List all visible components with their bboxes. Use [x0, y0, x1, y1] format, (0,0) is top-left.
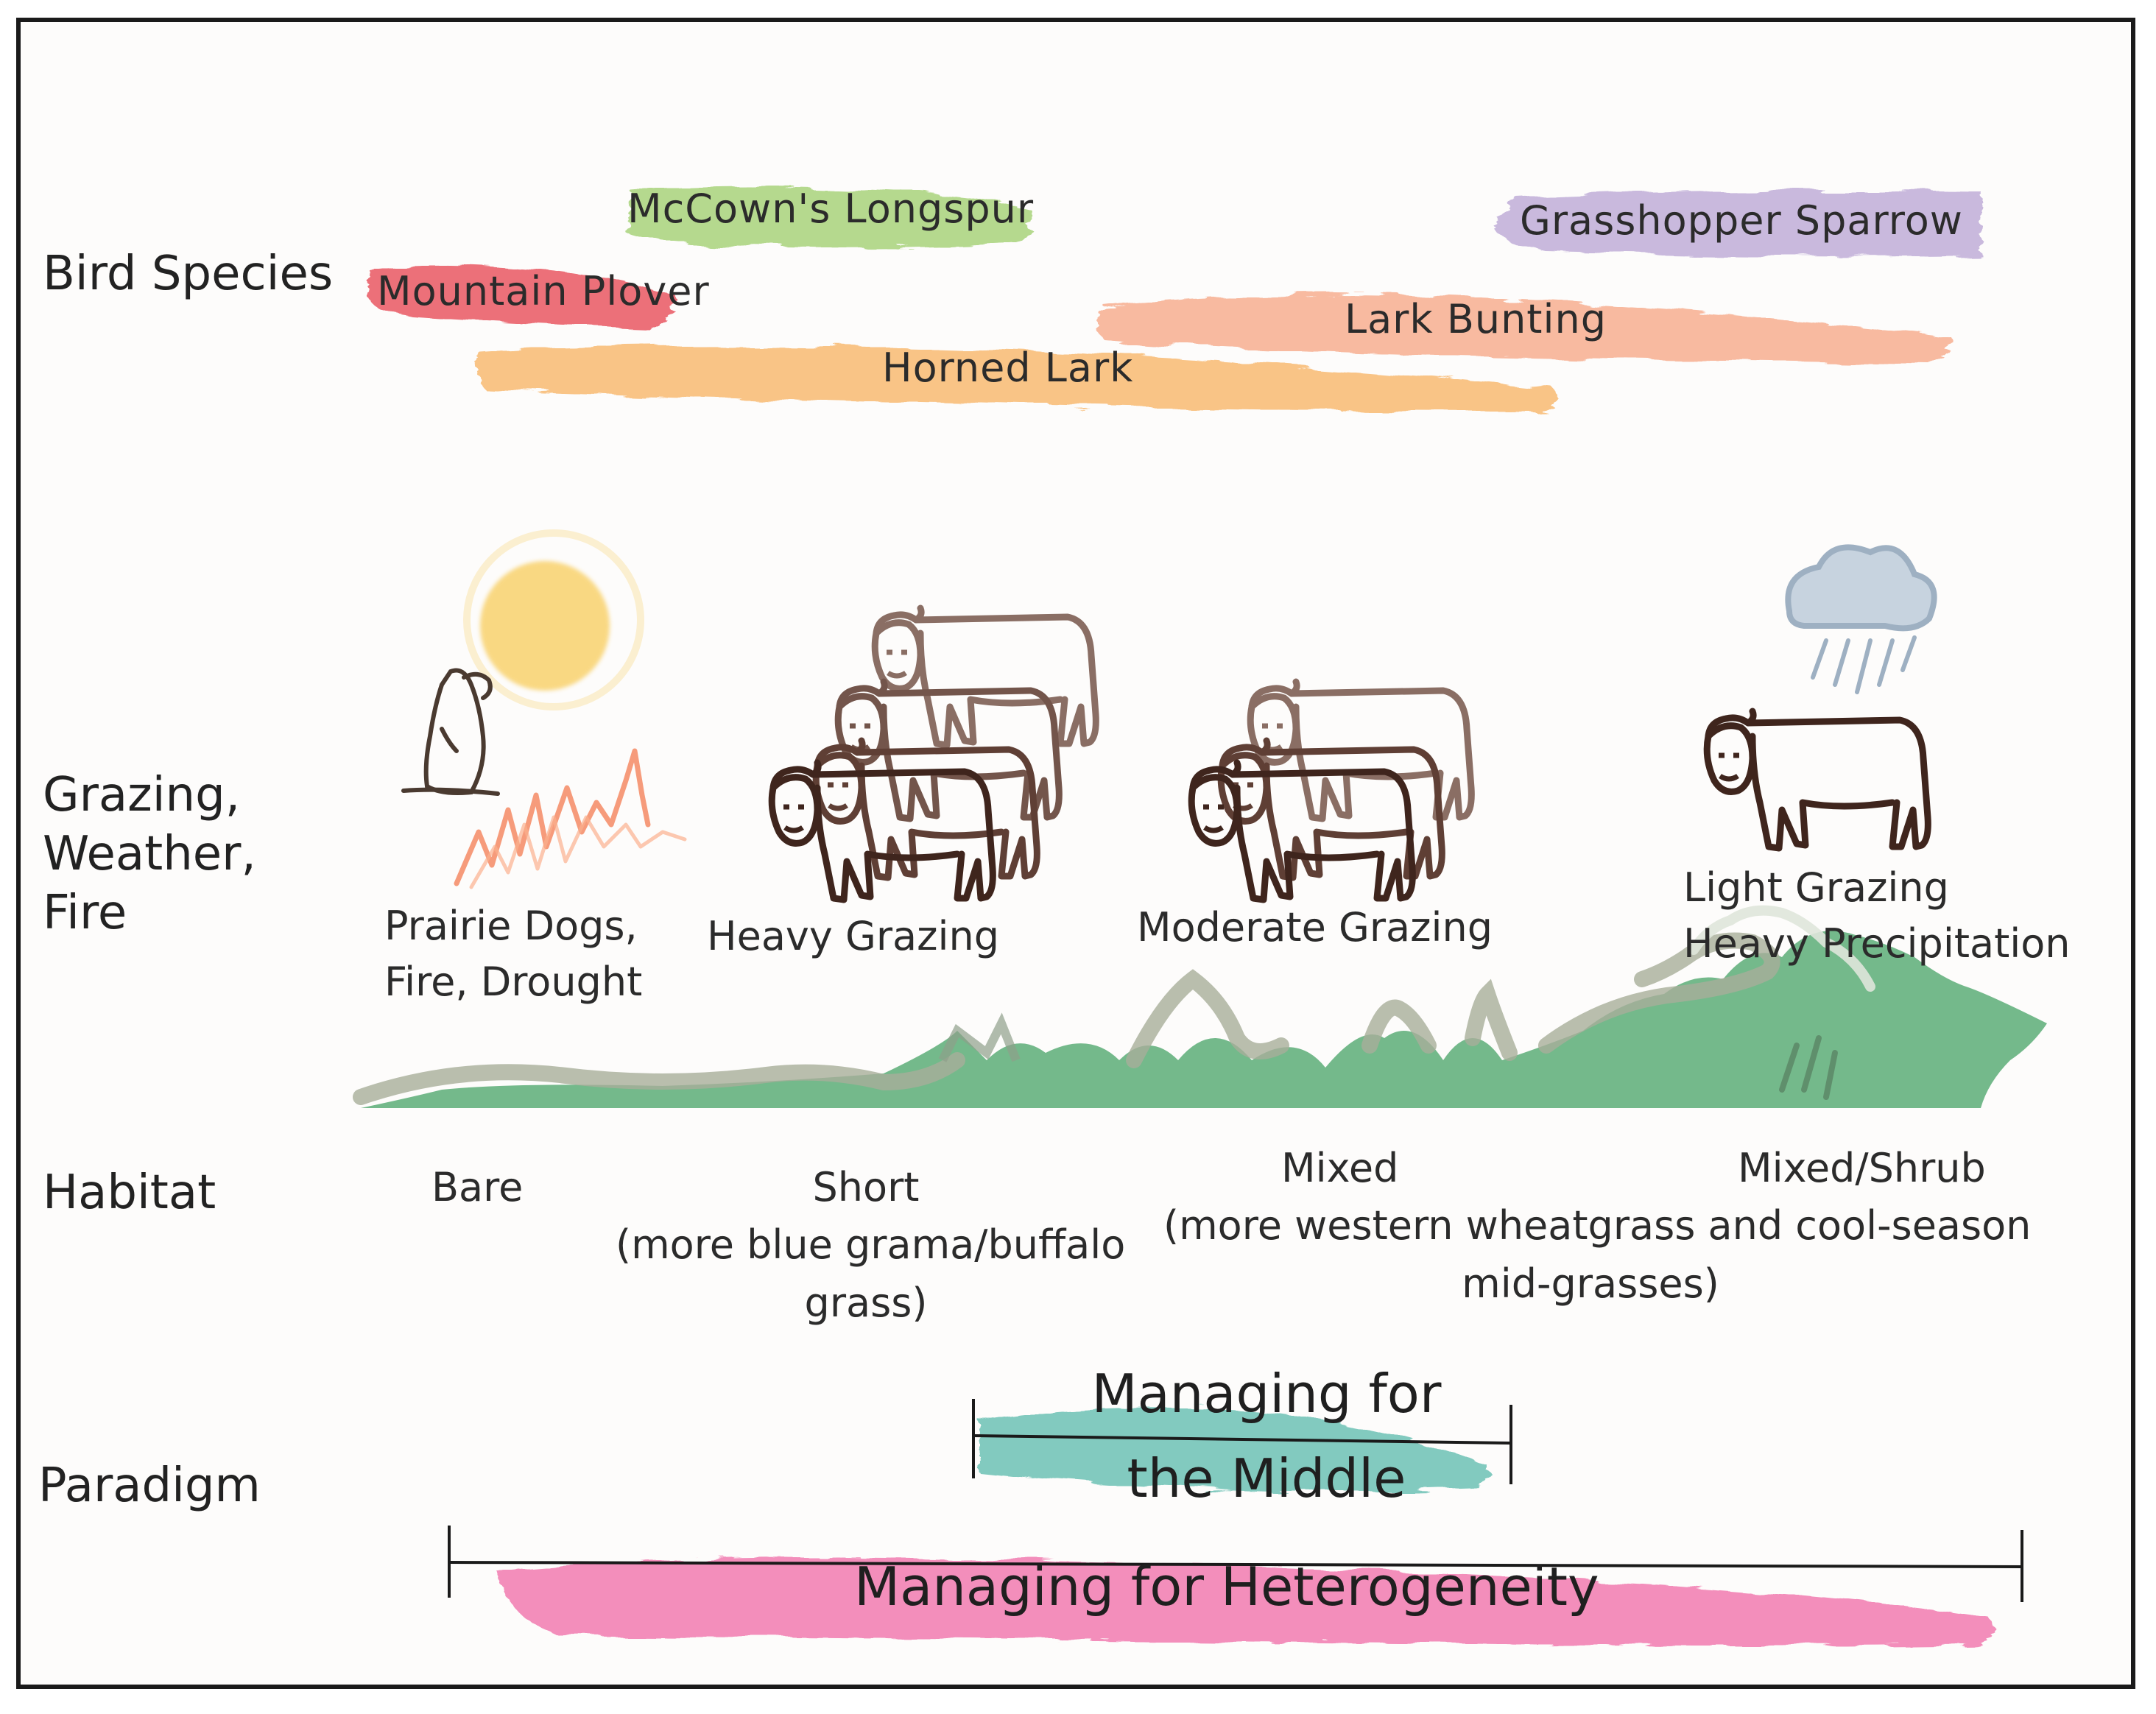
row-label-grazing-line-2: Weather, [43, 827, 256, 881]
bird-label-horned-lark: Horned Lark [882, 345, 1134, 391]
middle-label-line-1: Managing for [1091, 1363, 1442, 1425]
moderate-grazing-cattle-icon [1191, 682, 1471, 900]
mixed-label-line-1: Mixed [1281, 1145, 1399, 1191]
bird-range-strokes [367, 186, 1981, 412]
row-label-bird-species: Bird Species [43, 247, 334, 301]
managing-for-heterogeneity-band [497, 1558, 1994, 1646]
bird-label-grasshopper-sparrow: Grasshopper Sparrow [1520, 197, 1963, 244]
habitat-label-mixed: Mixed (more western wheatgrass and cool-… [1163, 1140, 2032, 1313]
bird-label-mccowns-longspur: McCown's Longspur [627, 186, 1035, 232]
prairie-dog-icon [401, 668, 500, 796]
habitat-grass-band [353, 905, 2047, 1108]
grazing-label-moderate: Moderate Grazing [1137, 904, 1493, 951]
short-label-line-2: (more blue grama/buffalo [616, 1221, 1126, 1269]
bird-label-lark-bunting: Lark Bunting [1345, 296, 1607, 342]
row-label-grazing-line-3: Fire [43, 886, 127, 940]
fire-icon [454, 748, 687, 889]
lark-bunting-range [1097, 295, 1953, 364]
light-label-line-2: Heavy Precipitation [1683, 920, 2071, 967]
habitat-label-short: Short (more blue grama/buffalo grass) [616, 1159, 1126, 1332]
light-grazing-cattle-icon [1707, 711, 1928, 848]
paradigm-label-heterogeneity: Managing for Heterogeneity [854, 1556, 1599, 1618]
prairie-label-line-2: Fire, Drought [384, 958, 643, 1005]
grazing-label-light: Light Grazing Heavy Precipitation [1683, 860, 2071, 971]
managing-for-heterogeneity-bracket [448, 1526, 2023, 1602]
grazing-label-prairie-dogs: Prairie Dogs, Fire, Drought [384, 898, 642, 1009]
bird-label-mountain-plover: Mountain Plover [377, 268, 710, 314]
light-label-line-1: Light Grazing [1683, 864, 1949, 911]
grazing-label-heavy: Heavy Grazing [707, 913, 999, 959]
middle-label-line-2: the Middle [1127, 1447, 1406, 1510]
row-label-grazing-weather-fire: Grazing, Weather, Fire [43, 766, 256, 942]
row-label-grazing-line-1: Grazing, [43, 768, 241, 822]
prairie-dog-fire-drought-art [401, 529, 687, 889]
mixed-label-line-3: mid-grasses) [1462, 1260, 1719, 1307]
sun-icon [480, 561, 610, 691]
prairie-label-line-1: Prairie Dogs, [384, 903, 638, 949]
rain-cloud-icon [1785, 544, 1937, 694]
habitat-label-mixed-shrub: Mixed/Shrub [1738, 1145, 1986, 1191]
grasshopper-sparrow-range [1495, 191, 1981, 256]
row-label-habitat: Habitat [43, 1165, 216, 1220]
horned-lark-range [476, 345, 1559, 412]
short-label-line-3: grass) [804, 1279, 928, 1326]
mixed-label-line-2: (more western wheatgrass and cool-season [1163, 1202, 2032, 1249]
mountain-plover-range [367, 263, 677, 328]
row-label-paradigm: Paradigm [38, 1459, 261, 1513]
paradigm-label-middle: Managing for the Middle [1016, 1352, 1517, 1521]
habitat-label-bare: Bare [431, 1164, 524, 1210]
mccowns-longspur-range [627, 186, 1032, 248]
short-label-line-1: Short [812, 1164, 920, 1210]
heavy-grazing-cattle-icon [772, 608, 1096, 900]
managing-for-middle-bracket [972, 1399, 1512, 1484]
paradigm-bars [448, 1399, 2023, 1646]
managing-for-middle-band [979, 1407, 1490, 1492]
